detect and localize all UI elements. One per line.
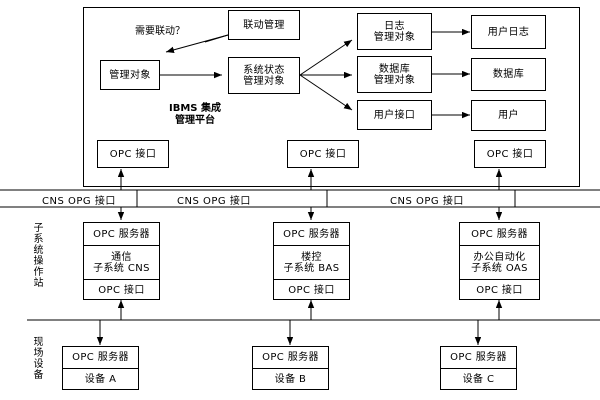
subsystem-oas-interface-label: OPC 接口 [476, 284, 523, 296]
bus-label-2-text: CNS OPG 接口 [177, 196, 251, 207]
subsystem-cns-server-label: OPC 服务器 [93, 228, 150, 240]
bus-label-2: CNS OPG 接口 [177, 192, 251, 207]
device-a-server-label: OPC 服务器 [72, 352, 129, 363]
page-title-line1: IBMS 集成 [169, 103, 221, 114]
box-user-log[interactable]: 用户日志 [471, 15, 546, 49]
subsystem-bas-interface: OPC 接口 [274, 279, 349, 300]
box-log-management-object-line2: 管理对象 [373, 31, 416, 43]
subsystem-cns[interactable]: OPC 服务器 通信 子系统 CNS OPC 接口 [83, 222, 160, 300]
subsystem-bas-name-line1: 楼控 [301, 251, 322, 263]
ibms-opc-interface-3[interactable]: OPC 接口 [474, 140, 546, 168]
box-managed-object[interactable]: 管理对象 [100, 60, 160, 90]
device-b[interactable]: OPC 服务器 设备 B [252, 346, 329, 390]
ibms-opc-interface-2-label: OPC 接口 [299, 148, 347, 160]
subsystem-bas[interactable]: OPC 服务器 楼控 子系统 BAS OPC 接口 [273, 222, 350, 300]
box-linkage-management-label: 联动管理 [243, 19, 285, 31]
subsystem-cns-interface: OPC 接口 [84, 279, 159, 300]
subsystem-cns-server: OPC 服务器 [84, 223, 159, 245]
device-a-name-label: 设备 A [84, 373, 117, 385]
subsystem-cns-name-line1: 通信 [111, 251, 132, 263]
device-c-name: 设备 C [441, 368, 516, 389]
subsystem-bas-server-label: OPC 服务器 [283, 228, 340, 240]
box-managed-object-label: 管理对象 [109, 69, 151, 81]
page-title: IBMS 集成 管理平台 [130, 103, 260, 127]
box-system-state-object-line2: 管理对象 [243, 75, 285, 87]
box-user-interface[interactable]: 用户接口 [357, 100, 432, 130]
box-user-label: 用户 [498, 110, 519, 121]
box-log-management-object[interactable]: 日志 管理对象 [357, 13, 432, 50]
device-b-server-label: OPC 服务器 [262, 352, 319, 363]
subsystem-oas[interactable]: OPC 服务器 办公自动化 子系统 OAS OPC 接口 [459, 222, 540, 300]
box-user[interactable]: 用户 [471, 100, 546, 131]
condition-label-text: 需要联动？ [135, 26, 185, 37]
box-system-state-object[interactable]: 系统状态 管理对象 [228, 57, 300, 94]
ibms-opc-interface-3-label: OPC 接口 [486, 148, 534, 160]
subsystem-oas-name-line1: 办公自动化 [473, 251, 526, 263]
device-a-server: OPC 服务器 [63, 347, 138, 368]
device-b-name: 设备 B [253, 368, 328, 389]
device-a-name: 设备 A [63, 368, 138, 389]
subsystem-bas-interface-label: OPC 接口 [288, 284, 335, 296]
device-c-server-label: OPC 服务器 [450, 352, 507, 363]
box-system-state-object-line1: 系统状态 [243, 64, 285, 76]
page-title-line2: 管理平台 [175, 115, 215, 126]
device-b-name-label: 设备 B [274, 373, 307, 385]
bus-label-1: CNS OPG 接口 [42, 192, 116, 207]
subsystem-oas-server: OPC 服务器 [460, 223, 539, 245]
side-label-subsystem-station: 子系统操作站 [30, 222, 42, 300]
box-log-management-object-line1: 日志 [384, 20, 405, 32]
subsystem-cns-interface-label: OPC 接口 [98, 284, 145, 296]
ibms-opc-interface-1-label: OPC 接口 [109, 148, 157, 160]
ibms-platform-frame [83, 7, 580, 187]
subsystem-bas-name-line2: 子系统 BAS [283, 262, 340, 274]
side-label-subsystem-station-text: 子系统操作站 [31, 222, 42, 288]
bus-label-3-text: CNS OPG 接口 [390, 196, 464, 207]
box-database-management-object[interactable]: 数据库 管理对象 [357, 56, 432, 93]
subsystem-cns-name-line2: 子系统 CNS [93, 262, 150, 274]
subsystem-bas-server: OPC 服务器 [274, 223, 349, 245]
bus-label-3: CNS OPG 接口 [390, 192, 464, 207]
box-database-management-object-line1: 数据库 [378, 63, 411, 75]
box-database-management-object-line2: 管理对象 [373, 74, 416, 86]
subsystem-oas-name: 办公自动化 子系统 OAS [460, 245, 539, 279]
device-b-server: OPC 服务器 [253, 347, 328, 368]
bus-label-1-text: CNS OPG 接口 [42, 196, 116, 207]
subsystem-oas-name-line2: 子系统 OAS [471, 262, 528, 274]
box-database[interactable]: 数据库 [471, 58, 546, 91]
subsystem-oas-interface: OPC 接口 [460, 279, 539, 300]
ibms-opc-interface-1[interactable]: OPC 接口 [97, 140, 169, 168]
subsystem-cns-name: 通信 子系统 CNS [84, 245, 159, 279]
device-a[interactable]: OPC 服务器 设备 A [62, 346, 139, 390]
subsystem-oas-server-label: OPC 服务器 [471, 228, 528, 240]
box-user-log-label: 用户日志 [487, 26, 530, 38]
ibms-opc-interface-2[interactable]: OPC 接口 [287, 140, 359, 168]
box-user-interface-label: 用户接口 [373, 109, 416, 121]
box-database-label: 数据库 [492, 69, 525, 80]
subsystem-bas-name: 楼控 子系统 BAS [274, 245, 349, 279]
device-c[interactable]: OPC 服务器 设备 C [440, 346, 517, 390]
condition-label: 需要联动？ [110, 26, 210, 38]
side-label-field-devices-text: 现场设备 [31, 336, 42, 380]
box-linkage-management[interactable]: 联动管理 [228, 10, 300, 40]
device-c-name-label: 设备 C [462, 373, 495, 385]
side-label-field-devices: 现场设备 [30, 336, 42, 392]
device-c-server: OPC 服务器 [441, 347, 516, 368]
